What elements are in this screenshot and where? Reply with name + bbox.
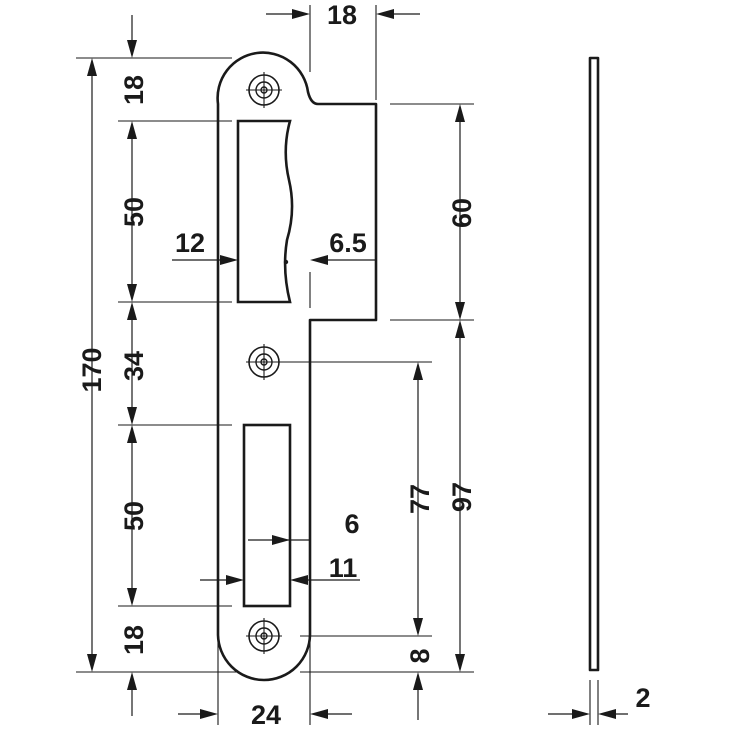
dim-upper-slot-offset-label: 12 bbox=[175, 228, 205, 258]
plate-side-profile bbox=[588, 56, 600, 672]
dim-upper-slot-depth-label: 6.5 bbox=[329, 228, 367, 258]
dim-lower-slot-depth-label: 6 bbox=[344, 509, 359, 539]
dim-plate-height-label: 170 bbox=[77, 347, 107, 392]
dim-screw-to-bottom-hole-label: 77 bbox=[405, 484, 435, 514]
lower-bolt-slot bbox=[242, 423, 292, 608]
upper-latch-slot bbox=[236, 119, 294, 304]
dim-lower-slot-height-label: 50 bbox=[119, 501, 149, 531]
dim-plate-thickness-label: 2 bbox=[635, 683, 650, 713]
dimension-arrowheads bbox=[87, 9, 616, 719]
dim-bottom-hole-offset-label: 8 bbox=[405, 648, 435, 663]
bottom-screw-hole bbox=[246, 618, 282, 654]
dim-top-width-label: 18 bbox=[327, 0, 357, 30]
dim-lip-height-label: 60 bbox=[447, 198, 477, 228]
top-screw-hole bbox=[246, 72, 282, 108]
dim-bottom-edge-label: 18 bbox=[119, 625, 149, 655]
dim-lip-to-bottom-label: 97 bbox=[447, 482, 477, 512]
slot-marker-dot bbox=[283, 259, 289, 265]
dim-top-edge-label: 18 bbox=[119, 75, 149, 105]
dim-lower-slot-offset-label: 11 bbox=[329, 553, 358, 583]
dim-between-slots-label: 34 bbox=[119, 351, 149, 381]
dim-upper-slot-height-label: 50 bbox=[119, 197, 149, 227]
extension-lines bbox=[76, 5, 599, 725]
dimension-lines bbox=[91, 13, 628, 720]
middle-screw-hole bbox=[246, 344, 282, 380]
dim-plate-width-label: 24 bbox=[251, 700, 281, 730]
